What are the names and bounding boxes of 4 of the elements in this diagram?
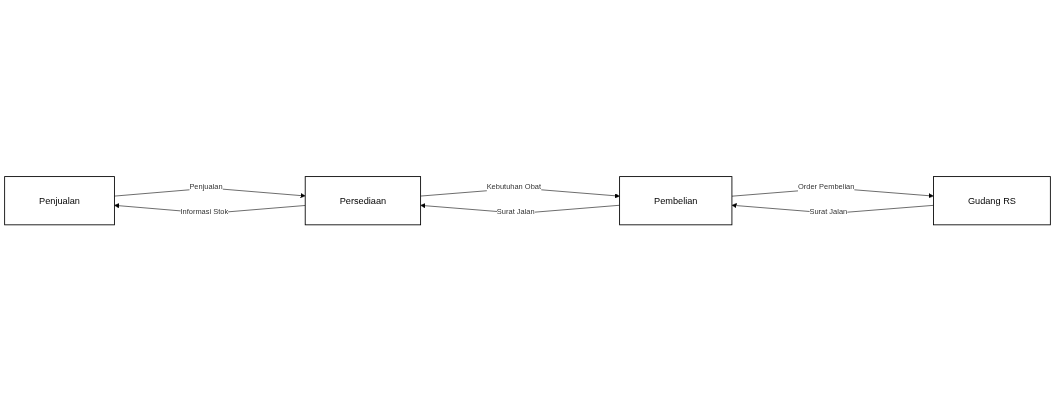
node-box: Pembelian — [619, 176, 733, 226]
node-box: Gudang RS — [933, 176, 1051, 226]
node-box: Penjualan — [4, 176, 115, 226]
node-box: Persediaan — [304, 176, 422, 226]
